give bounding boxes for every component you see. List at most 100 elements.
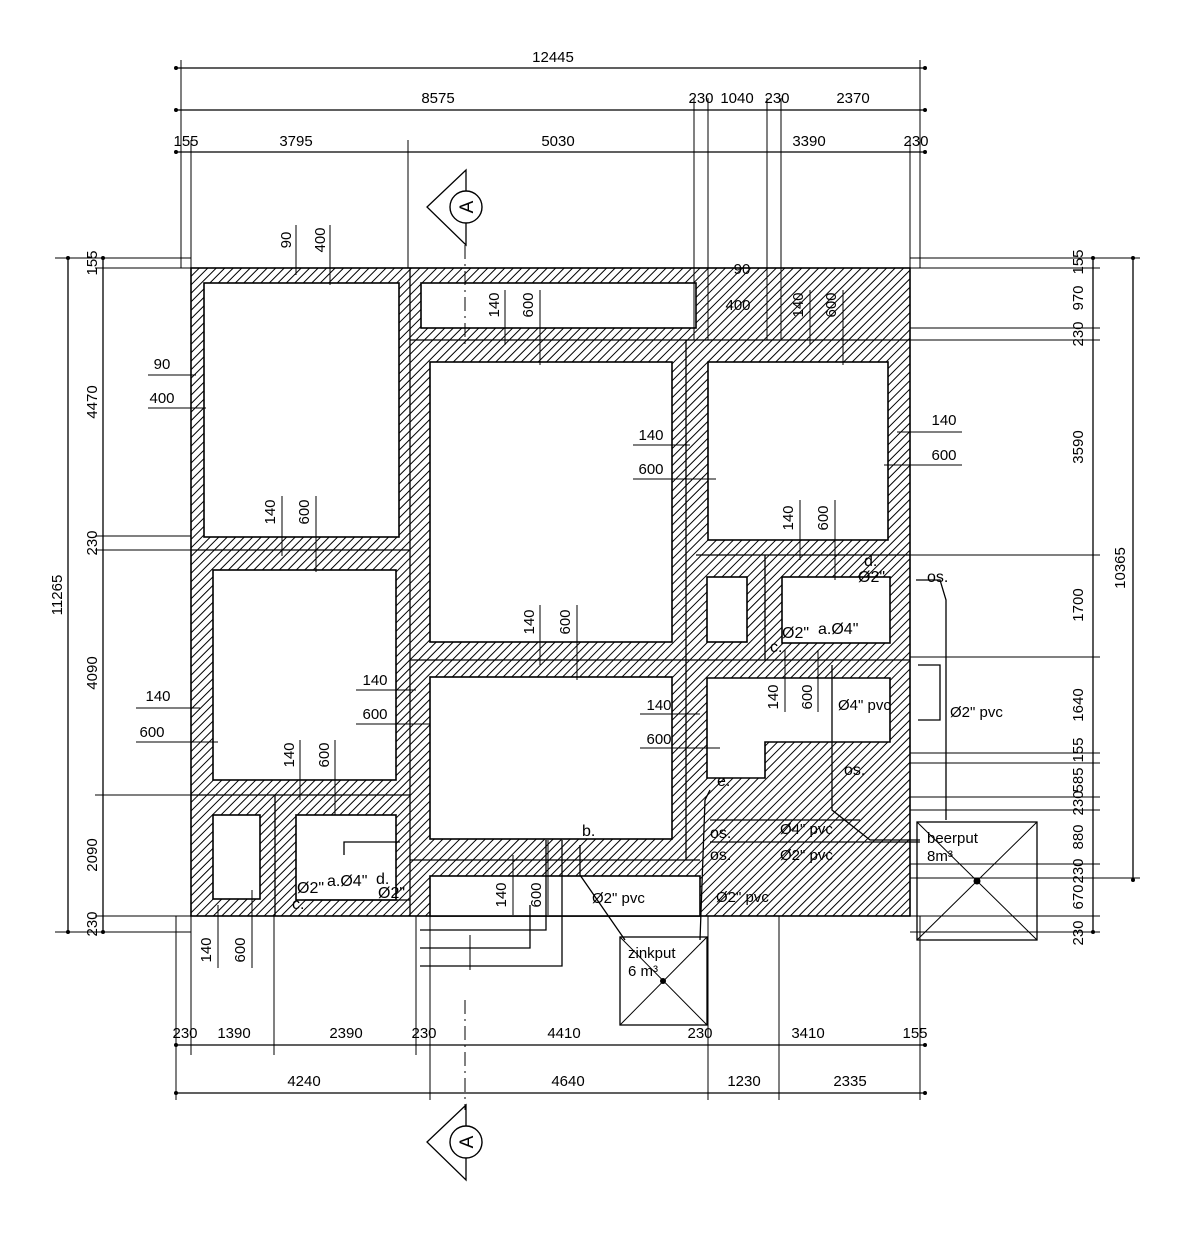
zinkput-name: zinkput (628, 945, 676, 962)
dim-bot-2335: 2335 (833, 1073, 866, 1090)
dim-left-230b: 230 (84, 911, 101, 936)
dim-right-overall: 10365 (1112, 547, 1129, 589)
dim-right-1700: 1700 (1070, 588, 1087, 621)
dim-bot-4240: 4240 (287, 1073, 320, 1090)
label-o2pvc-right: Ø2" pvc (950, 704, 1003, 721)
section-marker-bottom-letter: A (457, 1135, 478, 1148)
dim-top-230c: 230 (903, 133, 928, 150)
label-os-mid1: os. (710, 825, 731, 842)
dim-bot-1390: 1390 (217, 1025, 250, 1042)
label-o2-top: Ø2" (858, 569, 885, 586)
dim-top-3795: 3795 (279, 133, 312, 150)
dim-left-230a: 230 (84, 530, 101, 555)
fnd-140-j: 140 (281, 742, 298, 767)
fnd-600-k: 600 (646, 731, 671, 748)
dim-left-4090: 4090 (84, 656, 101, 689)
fnd-600-h: 600 (362, 706, 387, 723)
label-o2-left1: Ø2" (297, 880, 324, 897)
dim-right-155a: 155 (1070, 249, 1087, 274)
dimension-lines (55, 60, 1140, 1100)
dim-right-155b: 155 (1070, 737, 1087, 762)
dim-left-overall: 11265 (49, 575, 66, 616)
label-os-right: os. (844, 762, 865, 779)
label-os-mid2: os. (710, 847, 731, 864)
fnd-600-b: 600 (638, 461, 663, 478)
drainage-pipes (305, 579, 947, 970)
fnd-600-n: 600 (528, 882, 545, 907)
fnd-600-e: 600 (296, 499, 313, 524)
dim-bot-230a: 230 (172, 1025, 197, 1042)
dim-right-230b: 230 (1070, 790, 1087, 815)
fnd-140-l: 140 (765, 684, 782, 709)
dim-top-230b: 230 (764, 90, 789, 107)
dim-right-230c: 230 (1070, 858, 1087, 883)
dim-top-1040: 1040 (720, 90, 753, 107)
dim-right-585: 585 (1070, 767, 1087, 792)
walls (190, 267, 911, 917)
label-o4pvc-line: Ø4" pvc (780, 821, 833, 838)
fnd-90-b: 90 (154, 356, 171, 373)
dim-top-155: 155 (173, 133, 198, 150)
dim-right-3590: 3590 (1070, 430, 1087, 463)
dim-bot-155: 155 (902, 1025, 927, 1042)
beerput-volume: 8m³ (927, 848, 953, 865)
dim-bot-230c: 230 (687, 1025, 712, 1042)
dim-bot-3410: 3410 (791, 1025, 824, 1042)
fnd-600-g: 600 (557, 609, 574, 634)
fnd-140-a: 140 (486, 292, 503, 317)
tank-labels: beerput 8m³ zinkput 6 m³ (628, 830, 979, 980)
right-dimension-labels: 10365 155 970 230 3590 1700 1640 155 585… (1070, 249, 1129, 945)
section-marker-top: A (426, 168, 483, 247)
label-os-top: os. (927, 569, 948, 586)
foundation-leaders (136, 225, 962, 968)
fnd-600-j: 600 (316, 742, 333, 767)
label-d-left: d. (376, 871, 389, 888)
label-a4-mid: a.Ø4" (818, 621, 858, 638)
left-dimension-labels: 11265 155 4470 230 4090 2090 230 (49, 250, 101, 936)
fnd-140-n: 140 (493, 882, 510, 907)
fnd-600-f: 600 (815, 505, 832, 530)
fnd-140-g: 140 (521, 609, 538, 634)
label-c-left: c. (292, 896, 304, 913)
label-o2-left2: Ø2" (378, 885, 405, 902)
label-o2pvc-line: Ø2" pvc (780, 847, 833, 864)
fnd-140-b: 140 (638, 427, 663, 444)
fnd-400-b: 400 (149, 390, 174, 407)
fnd-400-c: 400 (725, 297, 750, 314)
fnd-140-e: 140 (262, 499, 279, 524)
fnd-600-d: 600 (931, 447, 956, 464)
dim-right-230a: 230 (1070, 321, 1087, 346)
label-c-mid: c. (770, 639, 782, 656)
dim-bot-4640: 4640 (551, 1073, 584, 1090)
wall-frame-lines (191, 268, 910, 916)
fnd-600-c: 600 (823, 292, 840, 317)
fnd-140-f: 140 (780, 505, 797, 530)
fnd-600-i: 600 (139, 724, 164, 741)
fnd-140-c: 140 (790, 292, 807, 317)
label-d-top: d. (864, 553, 877, 570)
top-dimension-labels: 12445 8575 230 1040 230 2370 155 3795 50… (173, 49, 928, 150)
dim-top-overall: 12445 (532, 49, 574, 66)
bottom-dimension-labels: 230 1390 2390 230 4410 230 3410 155 4240… (172, 1025, 927, 1090)
dim-top-230a: 230 (688, 90, 713, 107)
dim-top-2370: 2370 (836, 90, 869, 107)
dim-right-1640: 1640 (1070, 688, 1087, 721)
fnd-600-l: 600 (799, 684, 816, 709)
fnd-90-c: 90 (734, 261, 751, 278)
pipe-labels: d. Ø2" os. Ø2" a.Ø4" c. Ø4" pvc Ø2" pvc … (292, 553, 1003, 913)
fnd-140-i: 140 (145, 688, 170, 705)
fnd-140-k: 140 (646, 697, 671, 714)
fnd-140-h: 140 (362, 672, 387, 689)
dim-bot-230b: 230 (411, 1025, 436, 1042)
section-marker-bottom: A (426, 1103, 483, 1182)
dim-top-8575: 8575 (421, 90, 454, 107)
section-marker-top-letter: A (457, 200, 478, 213)
dim-top-5030: 5030 (541, 133, 574, 150)
dim-bot-2390: 2390 (329, 1025, 362, 1042)
foundation-labels: 90 400 90 400 90 400 140 600 140 600 140… (139, 227, 956, 962)
dim-right-230d: 230 (1070, 920, 1087, 945)
label-b: b. (582, 823, 595, 840)
label-e: e. (717, 773, 730, 790)
dim-right-670: 670 (1070, 884, 1087, 909)
